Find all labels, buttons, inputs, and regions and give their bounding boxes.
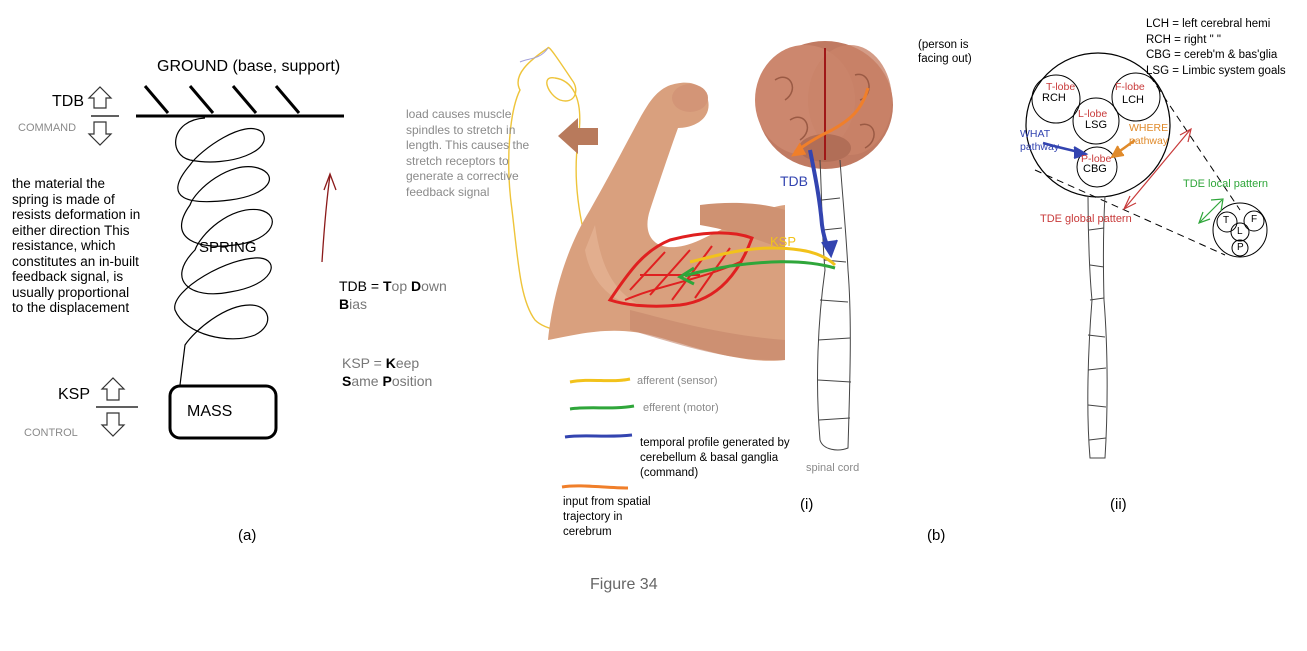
small-l-label: L <box>1237 226 1243 237</box>
lsg-label: LSG <box>1085 119 1108 131</box>
tde-local-label: TDE local pattern <box>1183 178 1268 190</box>
tde-global-label: TDE global pattern <box>1040 213 1132 225</box>
legend-swatch-afferent <box>569 377 631 384</box>
key-rch: RCH = right " " <box>1146 33 1221 46</box>
t-lobe-label: T-lobe <box>1046 81 1076 93</box>
spatial-input-arrow <box>794 87 870 154</box>
tde-local-arrow <box>1199 199 1223 223</box>
control-label: CONTROL <box>24 427 78 439</box>
lch-circle <box>1111 72 1161 122</box>
load-direction-arrow <box>558 118 598 154</box>
ground-hatching <box>143 85 301 114</box>
key-lch: LCH = left cerebral hemi <box>1146 18 1271 30</box>
material-description: the material the spring is made of resis… <box>12 176 141 315</box>
panel-a-label: (a) <box>238 527 257 544</box>
legend-efferent: efferent (motor) <box>643 402 719 414</box>
brain-circle <box>1025 52 1171 198</box>
flexed-arm <box>548 82 785 361</box>
brain-image <box>755 41 893 169</box>
mass-box <box>168 384 278 440</box>
ksp-definition: KSP = Keep Same Position <box>342 355 433 389</box>
abbreviation-key: LCH = left cerebral hemi RCH = right " "… <box>1146 17 1286 79</box>
legend-spatial: input from spatial trajectory in cerebru… <box>563 496 651 538</box>
legend-swatch-temporal <box>564 433 633 439</box>
small-brain-circle <box>1212 202 1268 258</box>
what-pathway-label: WHAT pathway <box>1020 128 1060 153</box>
legend-afferent: afferent (sensor) <box>637 375 718 387</box>
small-p-label: P <box>1237 242 1244 253</box>
rch-label: RCH <box>1042 92 1066 104</box>
dashed-projection <box>1034 75 1241 256</box>
figure-caption: Figure 34 <box>590 576 658 593</box>
key-cbg: CBG = cereb'm & bas'glia <box>1146 49 1278 61</box>
f-lobe-label: F-lobe <box>1115 81 1145 93</box>
small-f-label: F <box>1251 214 1258 225</box>
spinal-cord <box>817 159 852 451</box>
tdb-arrow-label: TDB <box>780 173 808 189</box>
legend-swatch-spatial <box>561 484 629 490</box>
legend-temporal: temporal profile generated by cerebellum… <box>640 437 790 479</box>
load-description: load causes muscle spindles to stretch i… <box>406 107 530 199</box>
where-pathway-label: WHERE pathway <box>1129 122 1169 147</box>
spring-label: SPRING <box>199 239 257 256</box>
ksp-arrows <box>96 377 138 437</box>
lch-label: LCH <box>1122 94 1145 106</box>
panel-ii-label: (ii) <box>1110 496 1127 513</box>
small-t-label: T <box>1223 215 1230 226</box>
panel-b-label: (b) <box>927 527 946 544</box>
cbg-label: CBG <box>1083 163 1107 175</box>
mass-label: MASS <box>187 403 233 420</box>
ground-label: GROUND (base, support) <box>157 58 341 75</box>
legend-swatch-efferent <box>569 404 635 411</box>
rch-circle <box>1031 74 1081 124</box>
cbg-circle <box>1076 146 1118 188</box>
person-note: (person is facing out) <box>918 39 972 65</box>
tdb-label: TDB <box>52 93 84 110</box>
command-label: COMMAND <box>18 122 77 134</box>
red-muscle-outline <box>607 231 754 308</box>
tdb-red-arrow <box>321 174 331 263</box>
efferent-arrow <box>684 260 836 278</box>
afferent-line <box>689 246 837 267</box>
spinal-cord-ii <box>1087 195 1108 459</box>
p-lobe-label: P-lobe <box>1081 153 1112 165</box>
key-lsg: LSG = Limbic system goals <box>1146 64 1286 77</box>
lsg-circle <box>1072 97 1120 145</box>
ksp-label: KSP <box>58 386 91 403</box>
spinal-cord-label: spinal cord <box>806 462 860 474</box>
panel-i-label: (i) <box>800 496 814 513</box>
ksp-arrow-label: KSP <box>770 234 797 249</box>
tdb-definition: TDB = Top Down Bias <box>339 278 447 312</box>
tdb-arrows <box>87 86 119 146</box>
spring-coil <box>174 117 273 386</box>
l-lobe-label: L-lobe <box>1078 108 1108 120</box>
tde-global-arrow <box>1124 129 1191 209</box>
